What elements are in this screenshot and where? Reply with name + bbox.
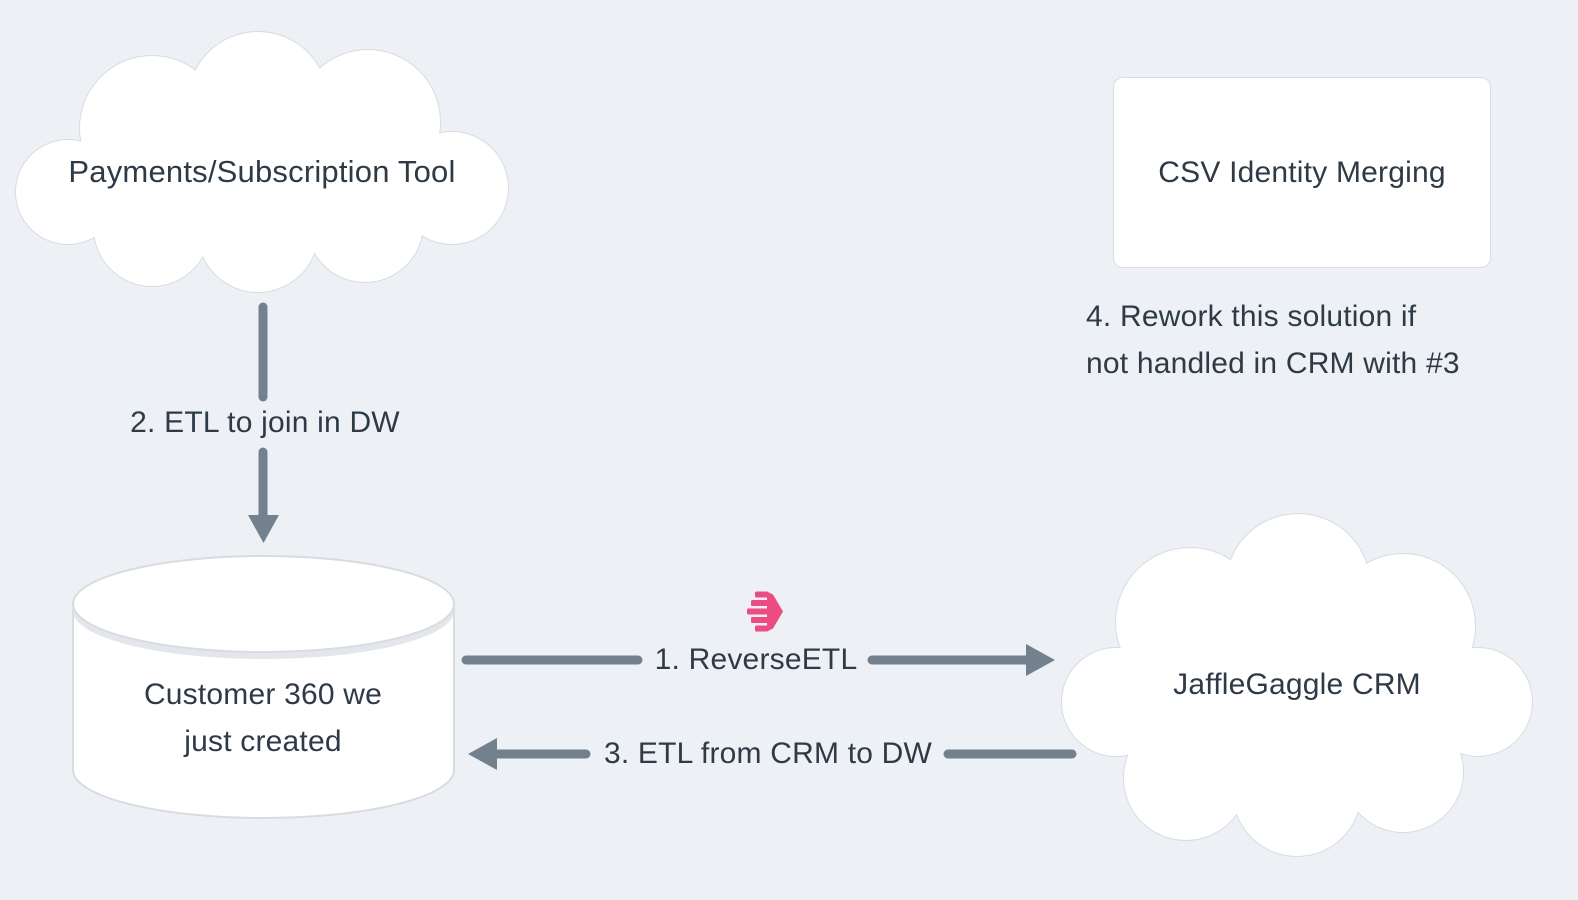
warehouse-label-line-1: Customer 360 we (143, 678, 383, 711)
note-line-1: 4. Rework this solution if (1086, 300, 1417, 333)
csv-identity-merging-box (1113, 77, 1491, 268)
edge-reverse-etl-label: 1. ReverseETL (654, 643, 858, 676)
edge-etl-from-crm-arrow (468, 738, 1077, 770)
crm-cloud-label: JaffleGaggle CRM (1173, 668, 1421, 701)
warehouse-cylinder-shape (72, 555, 455, 819)
note-rework: 4. Rework this solution if not handled i… (1086, 293, 1460, 387)
payments-cloud-label: Payments/Subscription Tool (68, 154, 456, 189)
edge-etl-from-crm-label: 3. ETL from CRM to DW (603, 737, 933, 770)
warehouse-cylinder-label: Customer 360 we just created (93, 671, 433, 765)
note-line-2: not handled in CRM with #3 (1086, 347, 1460, 380)
csv-box-label: CSV Identity Merging (1158, 156, 1446, 189)
warehouse-label-line-2: just created (184, 725, 342, 758)
edge-etl-to-dw-arrow (248, 302, 279, 543)
edge-reverse-etl-arrow (461, 644, 1055, 676)
hightouch-logo-icon (747, 591, 785, 632)
edge-etl-to-dw-label: 2. ETL to join in DW (130, 406, 400, 439)
